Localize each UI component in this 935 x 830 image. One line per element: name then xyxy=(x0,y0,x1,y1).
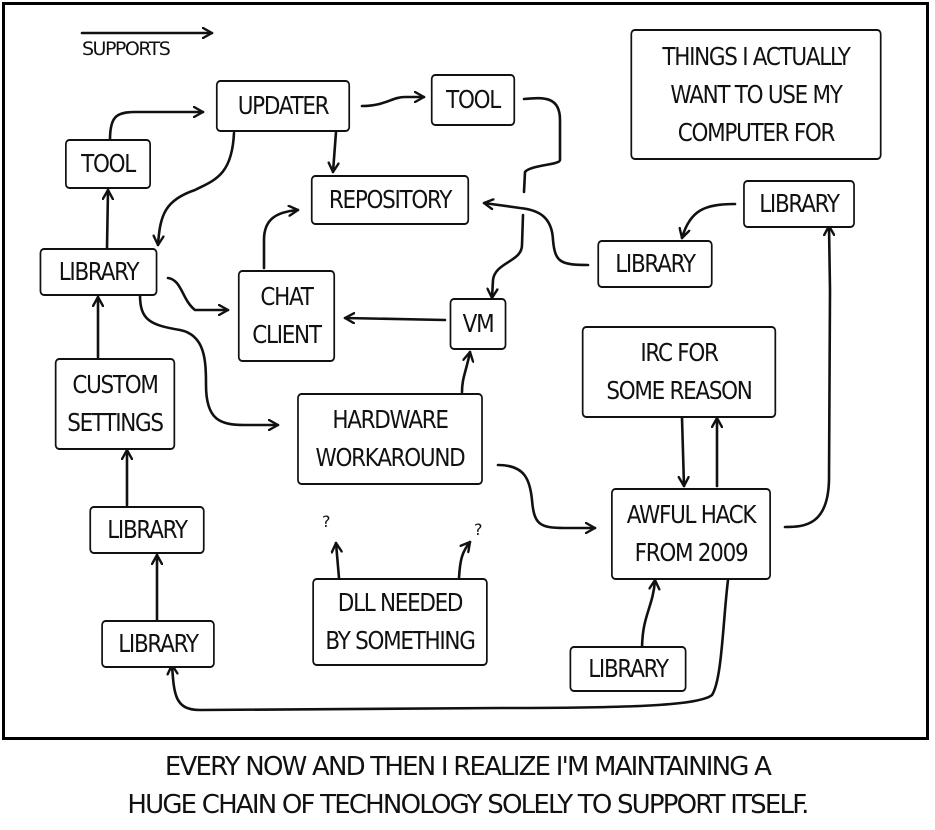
question-mark-left: ? xyxy=(322,512,331,531)
node-custom-settings: CUSTOM SETTINGS xyxy=(54,358,176,450)
legend-supports-label: SUPPORTS xyxy=(82,38,171,60)
node-dll-needed: DLL NEEDED BY SOMETHING xyxy=(312,578,488,666)
node-library-bottom-left: LIBRARY xyxy=(101,620,215,668)
comic-caption: EVERY NOW AND THEN I REALIZE I'M MAINTAI… xyxy=(127,752,809,820)
node-hardware-workaround: HARDWARE WORKAROUND xyxy=(297,393,483,485)
node-library-left: LIBRARY xyxy=(39,248,158,296)
question-mark-right: ? xyxy=(474,520,483,539)
node-library-mid-right: LIBRARY xyxy=(597,240,713,288)
node-library-mid-left: LIBRARY xyxy=(89,506,205,554)
node-vm: VM xyxy=(449,298,507,350)
node-library-bottom-right: LIBRARY xyxy=(569,646,687,692)
node-updater: UPDATER xyxy=(215,80,351,132)
node-things-i-actually-want: THINGS I ACTUALLY WANT TO USE MY COMPUTE… xyxy=(630,29,882,160)
node-repository: REPOSITORY xyxy=(310,175,470,225)
node-chat-client: CHAT CLIENT xyxy=(237,270,336,362)
node-tool-left: TOOL xyxy=(65,139,151,189)
node-library-top-right: LIBRARY xyxy=(743,180,855,228)
node-irc: IRC FOR SOME REASON xyxy=(581,326,777,418)
node-awful-hack: AWFUL HACK FROM 2009 xyxy=(611,488,771,580)
node-tool-top: TOOL xyxy=(430,74,516,126)
